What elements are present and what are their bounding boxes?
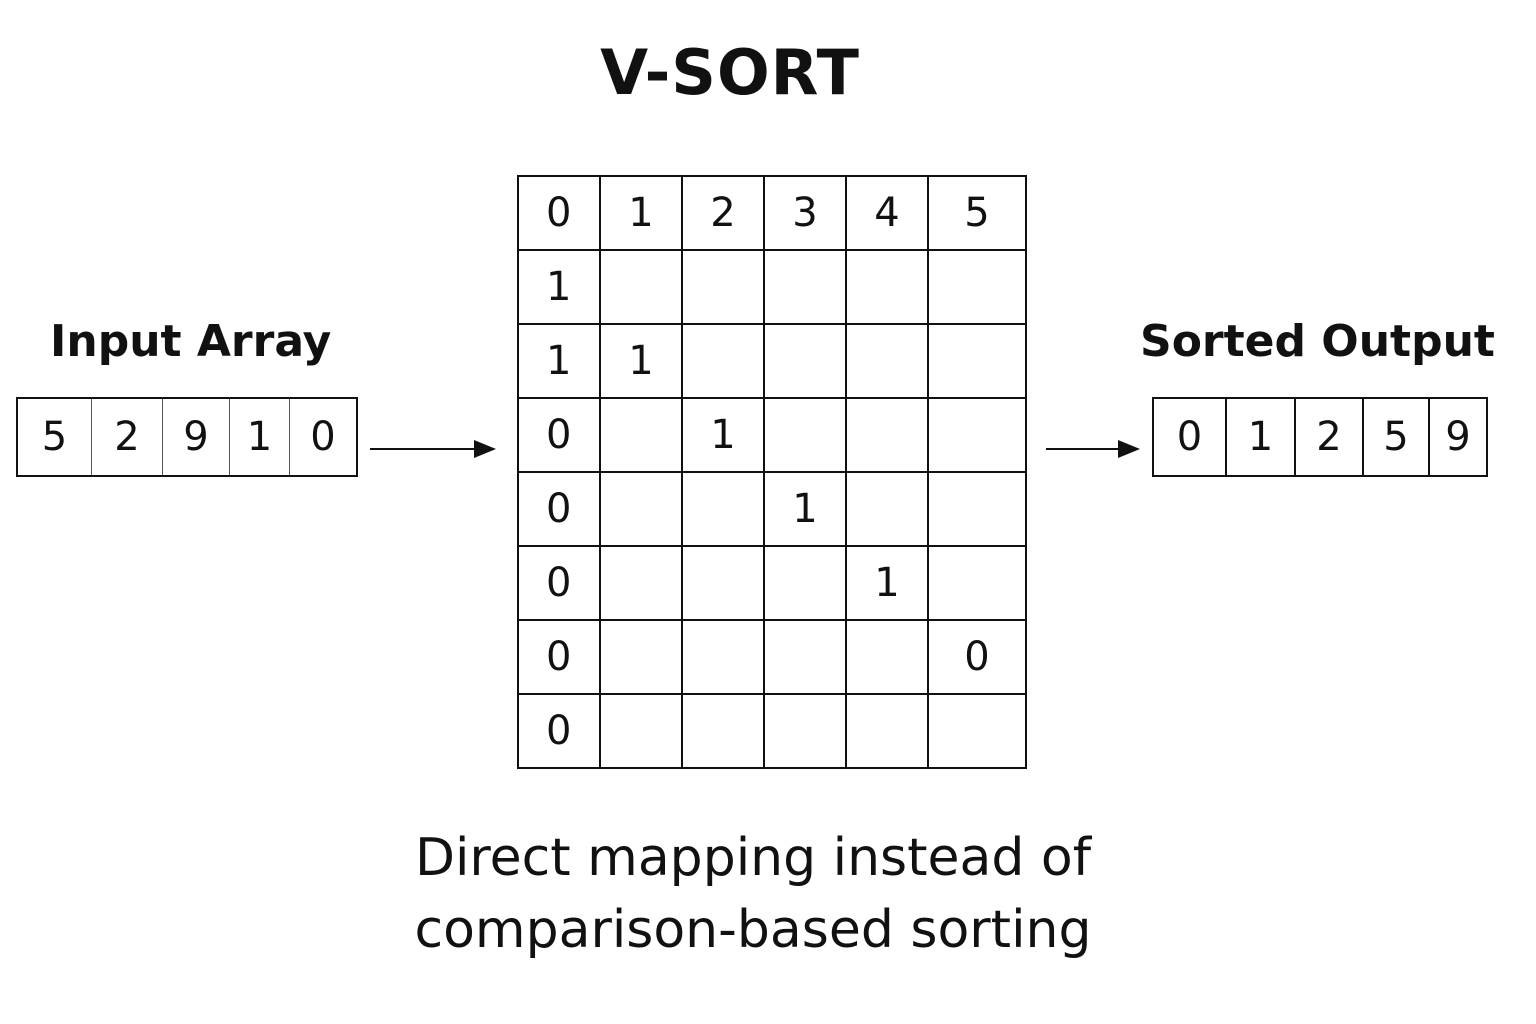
grid-cell xyxy=(681,323,765,399)
input-array: 5 2 9 1 0 xyxy=(16,397,358,477)
output-cell: 0 xyxy=(1154,399,1227,475)
grid-cell xyxy=(845,619,929,695)
grid-cell xyxy=(599,397,683,473)
sorted-output-array: 0 1 2 5 9 xyxy=(1152,397,1488,477)
caption-line-1: Direct mapping instead of xyxy=(414,828,1092,888)
grid-cell: 4 xyxy=(845,175,929,251)
grid-cell: 0 xyxy=(517,619,601,695)
grid-cell xyxy=(681,249,765,325)
grid-cell: 1 xyxy=(681,397,765,473)
grid-cell xyxy=(927,249,1027,325)
grid-cell xyxy=(763,619,847,695)
grid-cell: 1 xyxy=(599,175,683,251)
grid-cell: 0 xyxy=(517,693,601,769)
grid-cell: 0 xyxy=(517,175,601,251)
grid-cell xyxy=(927,323,1027,399)
grid-cell xyxy=(599,545,683,621)
grid-cell xyxy=(927,471,1027,547)
input-cell: 9 xyxy=(163,399,230,475)
input-array-label: Input Array xyxy=(50,316,332,367)
input-cell: 5 xyxy=(18,399,92,475)
caption-line-2: comparison-based sorting xyxy=(414,900,1092,960)
sorted-output-label: Sorted Output xyxy=(1140,316,1495,367)
grid-cell xyxy=(845,471,929,547)
diagram-title: V-SORT xyxy=(600,36,860,109)
grid-cell xyxy=(599,693,683,769)
grid-cell xyxy=(599,471,683,547)
grid-cell: 0 xyxy=(517,545,601,621)
input-cell: 2 xyxy=(92,399,163,475)
grid-row: 1 xyxy=(517,249,1027,325)
grid-cell xyxy=(927,397,1027,473)
output-cell: 2 xyxy=(1296,399,1364,475)
grid-cell xyxy=(763,249,847,325)
grid-cell: 0 xyxy=(927,619,1027,695)
grid-cell xyxy=(845,397,929,473)
grid-cell xyxy=(763,545,847,621)
grid-cell xyxy=(845,323,929,399)
input-cell: 0 xyxy=(310,414,336,460)
grid-cell: 1 xyxy=(763,471,847,547)
output-arrow xyxy=(1046,440,1140,458)
grid-cell xyxy=(927,693,1027,769)
grid-cell: 3 xyxy=(763,175,847,251)
grid-cell: 0 xyxy=(517,397,601,473)
caption: Direct mapping instead of comparison-bas… xyxy=(0,822,1506,966)
grid-cell xyxy=(681,471,765,547)
grid-cell xyxy=(763,323,847,399)
input-cell: 1 xyxy=(230,399,290,475)
output-cell: 9 xyxy=(1445,414,1471,460)
grid-cell: 2 xyxy=(681,175,765,251)
grid-cell xyxy=(599,249,683,325)
output-cell: 5 xyxy=(1364,399,1430,475)
grid-cell xyxy=(927,545,1027,621)
grid-row: 0 xyxy=(517,693,1027,769)
grid-cell: 1 xyxy=(517,323,601,399)
grid-cell: 1 xyxy=(517,249,601,325)
grid-cell xyxy=(681,693,765,769)
output-cell: 1 xyxy=(1227,399,1296,475)
grid-cell xyxy=(599,619,683,695)
input-arrow xyxy=(370,440,496,458)
grid-cell xyxy=(681,545,765,621)
grid-cell xyxy=(763,693,847,769)
grid-cell: 1 xyxy=(845,545,929,621)
grid-cell: 5 xyxy=(927,175,1027,251)
grid-cell xyxy=(681,619,765,695)
grid-cell: 1 xyxy=(599,323,683,399)
grid-cell xyxy=(845,249,929,325)
grid-cell xyxy=(845,693,929,769)
grid-cell: 0 xyxy=(517,471,601,547)
grid-cell xyxy=(763,397,847,473)
